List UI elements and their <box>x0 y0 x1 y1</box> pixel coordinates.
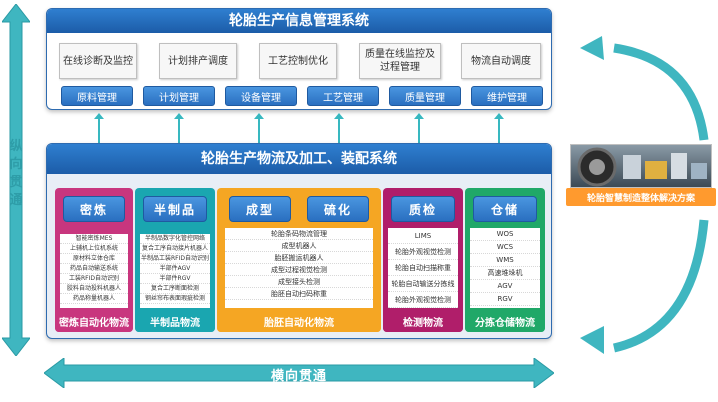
stage-head: 密炼 <box>63 196 125 222</box>
stage-item: 轮胎外观视觉检测 <box>388 292 458 308</box>
stage-item: 轮胎自动输送分拣线 <box>388 276 458 292</box>
function-box: 物流自动调度 <box>461 43 541 79</box>
stage-item: 胶料自动投料机器人 <box>60 284 128 294</box>
smart-factory-image <box>570 144 712 188</box>
cycle-arrows <box>580 36 709 354</box>
management-module: 维护管理 <box>471 86 543 106</box>
stage-items: 轮胎条码物流管理 成型机器人 胎胚搬运机器人 成型过程视觉检测 成型接头检测 胎… <box>225 228 373 308</box>
top-panel-title: 轮胎生产信息管理系统 <box>47 9 551 33</box>
stage-column-warehousing: 仓储 WOS WCS WMS 高速堆垛机 AGV RGV 分拣仓储物流 <box>465 188 545 332</box>
stage-item: 复合工序断面检测 <box>140 284 210 294</box>
stage-item: 原材料立体仓库 <box>60 254 128 264</box>
stage-item: 轮胎外观视觉检测 <box>388 244 458 260</box>
stage-item: 复合工序自动接片机器人 <box>140 245 210 254</box>
stage-item: 半制品数字化管控网络 <box>140 234 210 244</box>
stage-items: 智能密炼MES 上辅机上位机系统 原材料立体仓库 药品自动输送系统 工装RFID… <box>60 234 128 308</box>
stage-footer: 检测物流 <box>383 310 463 332</box>
solution-label: 轮胎智慧制造整体解决方案 <box>566 188 716 206</box>
stage-item: WCS <box>470 241 540 254</box>
stage-item: 上辅机上位机系统 <box>60 244 128 254</box>
stage-head: 成型 <box>229 196 291 222</box>
stage-column-semi-products: 半制品 半制品数字化管控网络 复合工序自动接片机器人 半制品工装RFID自动识别… <box>135 188 215 332</box>
horizontal-double-arrow <box>44 358 554 388</box>
management-module: 质量管理 <box>389 86 461 106</box>
stage-item: 工装RFID自动识别 <box>60 274 128 284</box>
management-module: 设备管理 <box>225 86 297 106</box>
stage-item: 胎胚搬运机器人 <box>225 252 373 264</box>
stage-item: 药品自动输送系统 <box>60 264 128 274</box>
vertical-double-arrow <box>2 4 30 356</box>
stage-item: 成型接头检测 <box>225 276 373 288</box>
stage-item: 药品称量机器人 <box>60 294 128 304</box>
stage-item: 钢丝帘布表面瑕疵检测 <box>140 294 210 304</box>
stage-item: RGV <box>470 293 540 306</box>
management-module: 计划管理 <box>143 86 215 106</box>
info-management-system-panel: 轮胎生产信息管理系统 在线诊断及监控 计划排产调度 工艺控制优化 质量在线监控及… <box>46 8 552 110</box>
stage-item: 半部件AGV <box>140 264 210 274</box>
stage-items: 半制品数字化管控网络 复合工序自动接片机器人 半制品工装RFID自动识别 半部件… <box>140 234 210 308</box>
stage-footer: 半制品物流 <box>135 310 215 332</box>
tire-icon <box>577 147 707 187</box>
stage-footer: 密炼自动化物流 <box>55 310 133 332</box>
stage-item: 智能密炼MES <box>60 234 128 244</box>
stage-item: 轮胎条码物流管理 <box>225 228 373 240</box>
stage-item: 半制品工装RFID自动识别 <box>140 255 210 264</box>
stage-column-building-curing: 成型 硫化 轮胎条码物流管理 成型机器人 胎胚搬运机器人 成型过程视觉检测 成型… <box>217 188 381 332</box>
function-box: 工艺控制优化 <box>259 43 337 79</box>
management-module: 原料管理 <box>61 86 133 106</box>
stage-head: 仓储 <box>473 196 537 222</box>
function-box: 计划排产调度 <box>159 43 237 79</box>
stage-item: 成型机器人 <box>225 240 373 252</box>
stage-head: 质检 <box>391 196 455 222</box>
stage-item: 半部件RGV <box>140 274 210 284</box>
bottom-panel-title: 轮胎生产物流及加工、装配系统 <box>47 144 551 174</box>
function-box: 质量在线监控及 过程管理 <box>359 43 441 79</box>
logistics-assembly-system-panel: 轮胎生产物流及加工、装配系统 密炼 智能密炼MES 上辅机上位机系统 原材料立体… <box>46 143 552 339</box>
function-box: 在线诊断及监控 <box>59 43 137 79</box>
management-module: 工艺管理 <box>307 86 379 106</box>
stage-footer: 胎胚自动化物流 <box>217 310 381 332</box>
vertical-label: 纵向贯通 <box>9 139 23 208</box>
stage-item: LIMS <box>388 228 458 244</box>
stage-items: WOS WCS WMS 高速堆垛机 AGV RGV <box>470 228 540 308</box>
stage-items: LIMS 轮胎外观视觉检测 轮胎自动扫描称重 轮胎自动输送分拣线 轮胎外观视觉检… <box>388 228 458 308</box>
stage-footer: 分拣仓储物流 <box>465 310 545 332</box>
horizontal-label: 横向贯通 <box>270 369 327 384</box>
stage-item: WOS <box>470 228 540 241</box>
stage-item: WMS <box>470 254 540 267</box>
stage-item: 成型过程视觉检测 <box>225 264 373 276</box>
stage-head: 硫化 <box>307 196 369 222</box>
stage-item: 胎胚自动扫码称重 <box>225 288 373 300</box>
stage-column-mixing: 密炼 智能密炼MES 上辅机上位机系统 原材料立体仓库 药品自动输送系统 工装R… <box>55 188 133 332</box>
stage-item: AGV <box>470 280 540 293</box>
stage-column-inspection: 质检 LIMS 轮胎外观视觉检测 轮胎自动扫描称重 轮胎自动输送分拣线 轮胎外观… <box>383 188 463 332</box>
stage-item: 轮胎自动扫描称重 <box>388 260 458 276</box>
stage-head: 半制品 <box>143 196 207 222</box>
stage-item: 高速堆垛机 <box>470 267 540 280</box>
